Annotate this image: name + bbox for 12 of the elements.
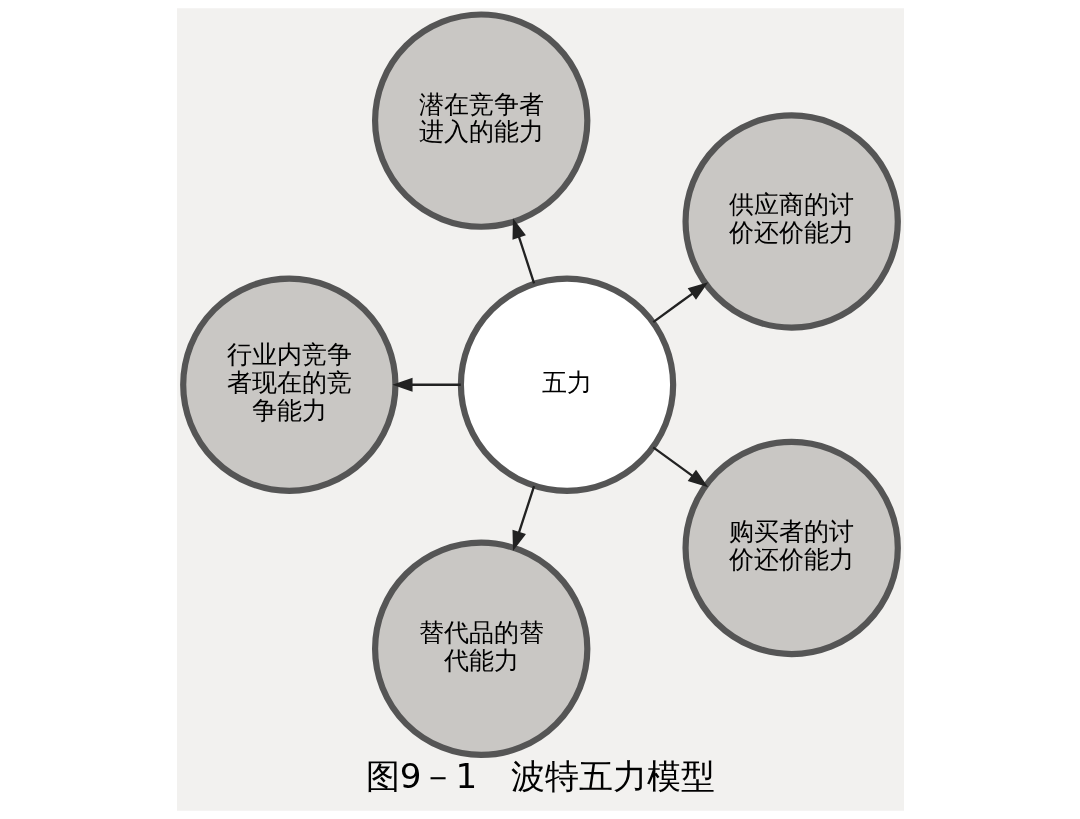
arrow	[652, 282, 708, 323]
arrow	[512, 485, 535, 552]
arrow	[391, 377, 461, 392]
node-circle: 购买者的讨价还价能力	[681, 438, 901, 658]
arrow	[652, 446, 708, 488]
node-circle: 五力	[457, 275, 676, 494]
caption: 图9－1 波特五力模型	[365, 756, 715, 797]
arrow	[512, 218, 535, 284]
node-circle: 替代品的替代能力	[371, 539, 590, 759]
node-circle: 潜在竞争者进入的能力	[371, 11, 590, 230]
node-circle: 供应商的讨价还价能力	[681, 112, 901, 331]
node-circle: 行业内竞争者现在的竞争能力	[179, 275, 399, 494]
